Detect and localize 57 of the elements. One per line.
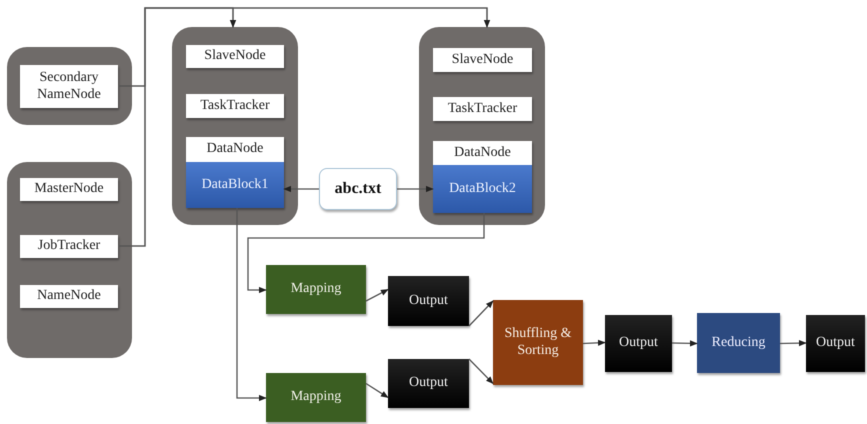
- arrow: [247, 213, 485, 294]
- process-box: [266, 265, 366, 314]
- node-label: TaskTracker: [448, 100, 518, 118]
- process-box: [186, 137, 284, 162]
- process-box: [20, 285, 118, 308]
- node-label: Output: [816, 335, 855, 352]
- process-box: [20, 235, 118, 258]
- process-box: [20, 65, 118, 108]
- node-label: JobTracker: [38, 238, 100, 255]
- arrow: [366, 288, 389, 302]
- node-label: Mapping: [290, 389, 342, 406]
- node-label: Output: [619, 335, 658, 352]
- data-block-box: [186, 162, 284, 208]
- node-label: DataNode: [454, 144, 511, 162]
- process-box: [266, 373, 366, 422]
- node-label: Reducing: [712, 334, 766, 352]
- node-panel: [419, 27, 545, 225]
- output-box: [388, 359, 469, 408]
- process-box: [697, 313, 780, 373]
- process-box: [433, 48, 532, 72]
- arrow: [672, 340, 698, 346]
- arrow: [236, 208, 267, 402]
- node-label: SlaveNode: [204, 48, 266, 65]
- node-label: MasterNode: [34, 181, 104, 198]
- process-box: [186, 94, 284, 118]
- output-box: [806, 315, 865, 372]
- node-panel: [7, 162, 132, 358]
- file-box: [319, 168, 397, 210]
- arrow: [397, 186, 434, 192]
- node-label: TaskTracker: [200, 98, 270, 114]
- process-box: [20, 178, 118, 201]
- node-label: Output: [409, 375, 448, 392]
- node-label: DataNode: [206, 141, 264, 158]
- node-panel: [172, 27, 298, 225]
- output-box: [388, 276, 469, 326]
- node-label: SlaveNode: [452, 52, 514, 68]
- node-label: Secondary NameNode: [36, 70, 102, 104]
- node-panel: [7, 47, 132, 125]
- node-label: DataBlock2: [449, 180, 516, 198]
- node-label: DataBlock1: [202, 176, 268, 194]
- node-label: NameNode: [37, 288, 101, 305]
- arrow: [283, 186, 319, 192]
- arrow: [468, 358, 494, 384]
- process-box: [493, 300, 583, 385]
- node-label: Shuffling & Sorting: [503, 326, 573, 360]
- process-box: [186, 45, 284, 68]
- arrow: [468, 300, 494, 326]
- node-label: Mapping: [290, 281, 342, 298]
- data-block-box: [433, 165, 532, 213]
- output-box: [605, 315, 672, 372]
- node-label: abc.txt: [334, 179, 382, 199]
- arrow: [582, 340, 606, 346]
- process-box: [433, 97, 532, 121]
- arrow: [780, 340, 807, 346]
- process-box: [433, 141, 532, 165]
- node-label: Output: [409, 292, 448, 310]
- arrow: [366, 382, 389, 398]
